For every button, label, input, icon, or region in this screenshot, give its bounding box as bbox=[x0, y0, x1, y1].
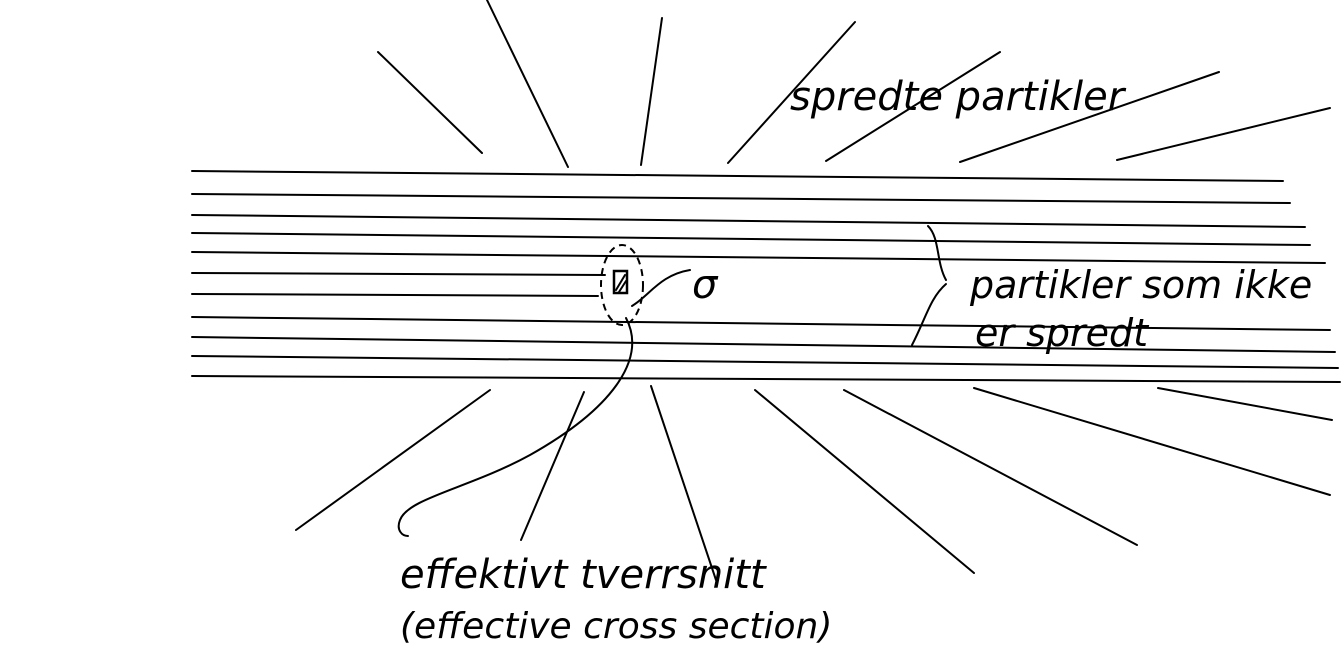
beam-line bbox=[191, 232, 1311, 246]
unscattered-label-line1: partikler som ikke bbox=[969, 263, 1312, 307]
scattered-ray bbox=[295, 389, 491, 531]
beam-line bbox=[191, 355, 1339, 369]
unscattered-label-line2: er spredt bbox=[975, 311, 1150, 355]
scattered-ray bbox=[754, 389, 975, 574]
beam-line bbox=[191, 272, 606, 276]
scattered-ray bbox=[727, 21, 856, 164]
scattered-ray bbox=[377, 51, 483, 154]
scattered-particles-label: spredte partikler bbox=[790, 74, 1127, 120]
scattered-rays-top bbox=[377, 0, 1331, 168]
target-hatching bbox=[615, 274, 627, 293]
cross-section-pointer bbox=[397, 317, 634, 537]
scattered-ray bbox=[843, 389, 1138, 546]
scattered-ray bbox=[959, 71, 1220, 163]
scattered-ray bbox=[1116, 107, 1331, 161]
beam-line bbox=[191, 293, 599, 297]
scattered-ray bbox=[520, 391, 585, 541]
beam-line bbox=[191, 214, 1306, 228]
beam-line bbox=[191, 251, 1326, 264]
target-nucleus bbox=[612, 269, 629, 295]
brace-upper bbox=[927, 225, 947, 281]
effective-cross-section-label-english: (effective cross section) bbox=[400, 606, 832, 647]
scattered-ray bbox=[1157, 387, 1333, 421]
scattered-ray bbox=[640, 17, 663, 166]
particle-beam bbox=[191, 170, 1341, 383]
sigma-label: σ bbox=[692, 262, 719, 308]
effective-cross-section-label: effektivt tverrsnitt bbox=[400, 552, 767, 598]
effective-cross-section-ellipse bbox=[600, 244, 644, 326]
beam-line bbox=[191, 316, 1331, 331]
scattered-ray bbox=[825, 51, 1001, 162]
unscattered-brace bbox=[911, 225, 947, 346]
beam-line bbox=[191, 336, 1336, 353]
beam-line bbox=[191, 193, 1291, 204]
sigma-annotation: σ bbox=[631, 262, 719, 308]
brace-lower bbox=[911, 283, 947, 346]
scattered-ray bbox=[486, 0, 569, 168]
beam-line bbox=[191, 170, 1284, 182]
scattered-ray bbox=[650, 385, 717, 581]
beam-line bbox=[191, 375, 1341, 383]
scattered-rays-bottom bbox=[295, 385, 1333, 581]
sigma-pointer-line bbox=[631, 269, 691, 307]
scattered-ray bbox=[973, 387, 1331, 496]
target bbox=[600, 244, 644, 326]
